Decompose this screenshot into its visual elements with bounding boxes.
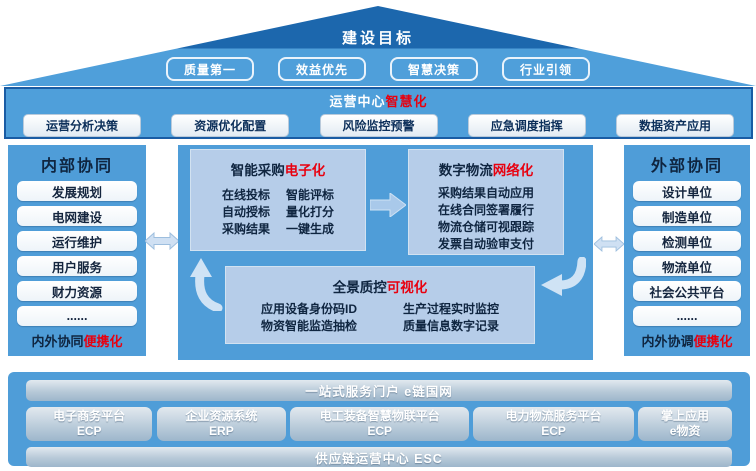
procurement-col2: 智能评标 量化打分 一键生成 [286, 187, 334, 238]
op-data-asset: 数据资产应用 [616, 114, 734, 137]
external-item-design-unit: 设计单位 [633, 181, 741, 201]
quality-item: 物资智能监造抽检 [260, 319, 357, 333]
procurement-item: 采购结果 [221, 222, 270, 236]
smart-procurement-box: 智能采购电子化 在线投标 自动授标 采购结果 智能评标 量化打分 一键生成 [190, 149, 366, 251]
external-collaboration-panel: 外部协同 设计单位 制造单位 检测单位 物流单位 社会公共平台 ...... 内… [624, 145, 750, 356]
digital-logistics-box: 数字物流网络化 采购结果自动应用 在线合同签署履行 物流仓储可视跟踪 发票自动验… [408, 149, 564, 255]
logistics-item: 物流仓储可视跟踪 [437, 220, 534, 234]
goal-smart-decision: 智慧决策 [390, 57, 478, 81]
logistics-item: 采购结果自动应用 [437, 186, 534, 200]
external-item-inspection-unit: 检测单位 [633, 231, 741, 251]
quality-item: 质量信息数字记录 [403, 319, 500, 333]
external-item-ellipsis: ...... [633, 306, 741, 326]
internal-footer-accent: 便携化 [83, 334, 123, 349]
quality-item: 生产过程实时监控 [403, 302, 500, 316]
internal-item-operation-maintenance: 运行维护 [17, 231, 137, 251]
cycle-arrow-return-icon [541, 257, 586, 296]
platform-mobile-app: 掌上应用 e物资 [638, 407, 732, 441]
goal-quality-first: 质量第一 [166, 57, 254, 81]
logistics-item: 发票自动验审支付 [437, 237, 534, 251]
platform-abbr: ECP [367, 424, 393, 438]
platform-ecp-commerce: 电子商务平台 ECP [26, 407, 153, 441]
platform-name: 电工装备智慧物联平台 [319, 409, 440, 423]
exchange-arrow-right-icon [594, 235, 624, 253]
panoramic-quality-title-main: 全景质控 [332, 280, 387, 295]
construction-goal-roof: 建设目标 质量第一 效益优先 智慧决策 行业引领 [0, 6, 756, 86]
exchange-arrow-left-icon [145, 231, 179, 251]
platform-name: 电力物流服务平台 [505, 409, 602, 423]
internal-item-financial-resource: 财力资源 [17, 281, 137, 301]
platform-abbr: e物资 [669, 424, 701, 438]
quality-col1: 应用设备身份码ID 物资智能监造抽检 [261, 301, 357, 335]
flow-arrow-right-icon [370, 193, 406, 217]
external-item-logistics-unit: 物流单位 [633, 256, 741, 276]
digital-logistics-items: 采购结果自动应用 在线合同签署履行 物流仓储可视跟踪 发票自动验审支付 [409, 185, 563, 253]
supply-chain-esc-bar: 供应链运营中心 ESC [26, 447, 732, 467]
platform-name: 企业资源系统 [185, 409, 258, 423]
external-footer-accent: 便携化 [693, 334, 733, 349]
procurement-item: 一键生成 [286, 222, 335, 236]
internal-collaboration-panel: 内部协同 发展规划 电网建设 运行维护 用户服务 财力资源 ...... 内外协… [8, 145, 146, 356]
operation-function-buttons: 运营分析决策 资源优化配置 风险监控预警 应急调度指挥 数据资产应用 [6, 114, 751, 137]
procurement-item: 量化打分 [286, 205, 335, 219]
smart-procurement-items: 在线投标 自动授标 采购结果 智能评标 量化打分 一键生成 [191, 187, 365, 238]
operation-center-title: 运营中心智慧化 [6, 91, 751, 110]
platform-erp: 企业资源系统 ERP [156, 407, 286, 441]
internal-item-development-plan: 发展规划 [17, 181, 137, 201]
internal-collaboration-title: 内部协同 [40, 158, 113, 175]
op-analysis-decision: 运营分析决策 [23, 114, 141, 137]
operation-center-bar: 运营中心智慧化 运营分析决策 资源优化配置 风险监控预警 应急调度指挥 数据资产… [4, 87, 753, 139]
quality-col2: 生产过程实时监控 质量信息数字记录 [403, 301, 499, 335]
smart-procurement-title-accent: 电子化 [284, 163, 326, 178]
internal-item-ellipsis: ...... [17, 306, 137, 326]
external-item-manufacture-unit: 制造单位 [633, 206, 741, 226]
internal-footer-main: 内外协同 [31, 334, 84, 349]
procurement-item: 自动授标 [221, 205, 270, 219]
goal-industry-leading: 行业引领 [502, 57, 590, 81]
procurement-item: 智能评标 [286, 188, 335, 202]
portal-bar: 一站式服务门户 e链国网 [26, 380, 732, 401]
platform-name: 电子商务平台 [53, 409, 126, 423]
platform-power-logistics: 电力物流服务平台 ECP [473, 407, 634, 441]
internal-footer: 内外协同便携化 [17, 331, 137, 350]
roof-title: 建设目标 [341, 30, 414, 47]
digital-logistics-title-main: 数字物流 [438, 163, 493, 178]
goal-benefit-first: 效益优先 [278, 57, 366, 81]
panoramic-quality-items: 应用设备身份码ID 物资智能监造抽检 生产过程实时监控 质量信息数字记录 [226, 301, 534, 335]
platform-row: 电子商务平台 ECP 企业资源系统 ERP 电工装备智慧物联平台 ECP 电力物… [26, 407, 732, 441]
procurement-col1: 在线投标 自动授标 采购结果 [222, 187, 270, 238]
roof-goal-buttons: 质量第一 效益优先 智慧决策 行业引领 [0, 57, 756, 81]
quality-item: 应用设备身份码ID [260, 302, 357, 316]
external-collaboration-title: 外部协同 [650, 158, 723, 175]
platform-abbr: ECP [76, 424, 102, 438]
external-item-public-platform: 社会公共平台 [633, 281, 741, 301]
procurement-item: 在线投标 [221, 188, 270, 202]
external-footer-main: 内外协调 [641, 334, 694, 349]
platform-name: 掌上应用 [661, 409, 710, 423]
platform-smart-iot: 电工装备智慧物联平台 ECP [290, 407, 469, 441]
platform-abbr: ECP [541, 424, 566, 438]
operation-center-title-accent: 智慧化 [385, 94, 428, 109]
cycle-arrow-up-icon [190, 258, 223, 311]
logistics-item: 在线合同签署履行 [437, 203, 534, 217]
op-emergency-dispatch: 应急调度指挥 [467, 114, 586, 137]
op-resource-optimize: 资源优化配置 [171, 114, 290, 137]
digital-logistics-title-accent: 网络化 [492, 163, 534, 178]
core-process-panel: 智能采购电子化 在线投标 自动授标 采购结果 智能评标 量化打分 一键生成 数 [178, 145, 593, 360]
op-risk-monitor: 风险监控预警 [319, 114, 438, 137]
smart-procurement-title-main: 智能采购 [230, 163, 285, 178]
smart-procurement-title: 智能采购电子化 [191, 159, 365, 179]
panoramic-quality-title: 全景质控可视化 [226, 276, 534, 296]
panoramic-quality-title-accent: 可视化 [386, 280, 428, 295]
internal-item-grid-construction: 电网建设 [17, 206, 137, 226]
internal-item-user-service: 用户服务 [17, 256, 137, 276]
operation-center-title-main: 运营中心 [329, 94, 386, 109]
platform-stack-section: 一站式服务门户 e链国网 电子商务平台 ECP 企业资源系统 ERP 电工装备智… [8, 372, 750, 467]
platform-abbr: ERP [209, 424, 234, 438]
digital-logistics-title: 数字物流网络化 [409, 159, 563, 179]
panoramic-quality-box: 全景质控可视化 应用设备身份码ID 物资智能监造抽检 生产过程实时监控 质量信息… [225, 266, 535, 344]
external-footer: 内外协调便携化 [633, 331, 741, 350]
